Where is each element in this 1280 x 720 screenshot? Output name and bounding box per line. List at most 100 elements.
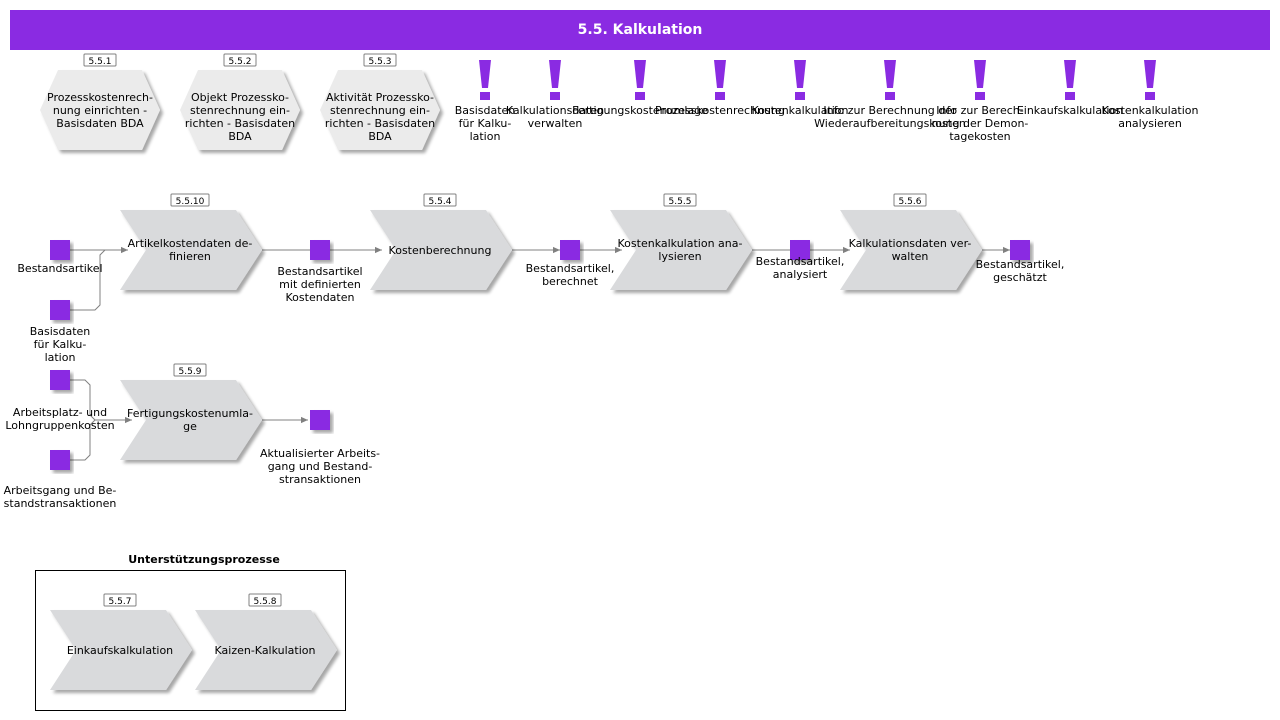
exclamation-dot <box>550 92 560 100</box>
hexagon-label: Prozesskostenrech-nung einrichten -Basis… <box>47 91 153 130</box>
exclamation-dot <box>1145 92 1155 100</box>
id-tag-text: 5.5.4 <box>429 197 452 207</box>
object-label: Bestandsartikel <box>17 262 102 275</box>
id-tag-text: 5.5.8 <box>254 597 277 607</box>
process-label: Kalkulationsdaten ver-walten <box>849 237 972 263</box>
connector <box>70 249 128 311</box>
exclamation-label: Einkaufskalkulation <box>1017 104 1123 117</box>
hexagon-shape <box>320 70 440 150</box>
hexagon-shape <box>180 70 300 150</box>
support-title: Unterstützungsprozesse <box>128 553 280 566</box>
process-label: Kostenberechnung <box>389 244 492 257</box>
exclamation-icon <box>479 60 491 100</box>
exclamation-dot <box>795 92 805 100</box>
id-tag-box <box>663 193 697 207</box>
id-tag: 5.5.10 <box>170 193 210 207</box>
object-label: Bestandsartikel,analysiert <box>756 255 845 281</box>
id-tag-text: 5.5.10 <box>176 197 205 207</box>
header-bar <box>10 10 1270 50</box>
id-tag: 5.5.2 <box>223 53 257 67</box>
exclamation-icon <box>884 60 896 100</box>
exclamation-bar <box>549 60 561 88</box>
id-tag: 5.5.7 <box>103 593 137 607</box>
exclamation-icon <box>794 60 806 100</box>
id-tag-text: 5.5.7 <box>109 597 132 607</box>
id-tag-text: 5.5.2 <box>229 57 252 67</box>
id-tag: 5.5.8 <box>248 593 282 607</box>
exclamation-bar <box>479 60 491 88</box>
exclamation-dot <box>975 92 985 100</box>
id-tag-text: 5.5.6 <box>899 197 922 207</box>
id-tag-box <box>423 193 457 207</box>
exclamation-icon <box>1144 60 1156 100</box>
object-square <box>50 240 70 260</box>
exclamation-dot <box>885 92 895 100</box>
object-label: Bestandsartikel,geschätzt <box>976 258 1065 284</box>
exclamation-dot <box>1065 92 1075 100</box>
exclamation-icon <box>549 60 561 100</box>
id-tag-text: 5.5.3 <box>369 57 392 67</box>
object-square <box>310 240 330 260</box>
id-tag: 5.5.1 <box>83 53 117 67</box>
process-chevron <box>610 210 752 290</box>
process-chevron <box>120 210 262 290</box>
exclamation-label: Prozesskostenrechnung <box>655 104 785 117</box>
exclamation-bar <box>1064 60 1076 88</box>
process-label: Fertigungskostenumla-ge <box>127 407 253 433</box>
id-tag-text: 5.5.5 <box>669 197 692 207</box>
support-chevron <box>195 610 337 690</box>
id-tag-text: 5.5.9 <box>179 367 202 377</box>
process-label: Kostenkalkulation ana-lysieren <box>618 237 743 263</box>
object-square <box>50 450 70 470</box>
object-square <box>50 370 70 390</box>
process-chevron <box>370 210 512 290</box>
support-process-label: Einkaufskalkulation <box>67 644 173 657</box>
id-tag-box <box>103 593 137 607</box>
id-tag: 5.5.4 <box>423 193 457 207</box>
page-title: 5.5. Kalkulation <box>577 22 703 38</box>
object-square <box>310 410 330 430</box>
exclamation-icon <box>1064 60 1076 100</box>
exclamation-bar <box>714 60 726 88</box>
exclamation-dot <box>635 92 645 100</box>
hexagon-label: Aktivität Prozessko-stenrechnung ein-ric… <box>325 91 435 143</box>
id-tag-box <box>173 363 207 377</box>
id-tag-box <box>893 193 927 207</box>
process-chevron <box>840 210 982 290</box>
process-chevron <box>120 380 262 460</box>
connector <box>70 379 132 424</box>
id-tag: 5.5.5 <box>663 193 697 207</box>
support-process-label: Kaizen-Kalkulation <box>215 644 316 657</box>
exclamation-bar <box>974 60 986 88</box>
exclamation-icon <box>974 60 986 100</box>
object-square <box>50 300 70 320</box>
process-label: Artikelkostendaten de-finieren <box>128 237 253 263</box>
object-label: Arbeitsgang und Be-standstransaktionen <box>4 484 117 510</box>
object-label: Aktualisierter Arbeits-gang und Bestand-… <box>260 447 380 486</box>
id-tag-box <box>248 593 282 607</box>
id-tag: 5.5.9 <box>173 363 207 377</box>
object-label: Bestandsartikel,berechnet <box>526 262 615 288</box>
exclamation-icon <box>714 60 726 100</box>
exclamation-icon <box>634 60 646 100</box>
exclamation-bar <box>794 60 806 88</box>
exclamation-label: Fertigungskostenumlage <box>572 104 708 117</box>
connector <box>70 419 96 461</box>
id-tag-box <box>223 53 257 67</box>
exclamation-bar <box>1144 60 1156 88</box>
exclamation-label: Kostenkalkulation <box>751 104 848 117</box>
exclamation-dot <box>480 92 490 100</box>
exclamation-dot <box>715 92 725 100</box>
id-tag: 5.5.6 <box>893 193 927 207</box>
exclamation-label: Info zur Berech-nung der Demon-tagekoste… <box>932 104 1029 143</box>
support-chevron <box>50 610 192 690</box>
support-frame <box>35 570 346 711</box>
